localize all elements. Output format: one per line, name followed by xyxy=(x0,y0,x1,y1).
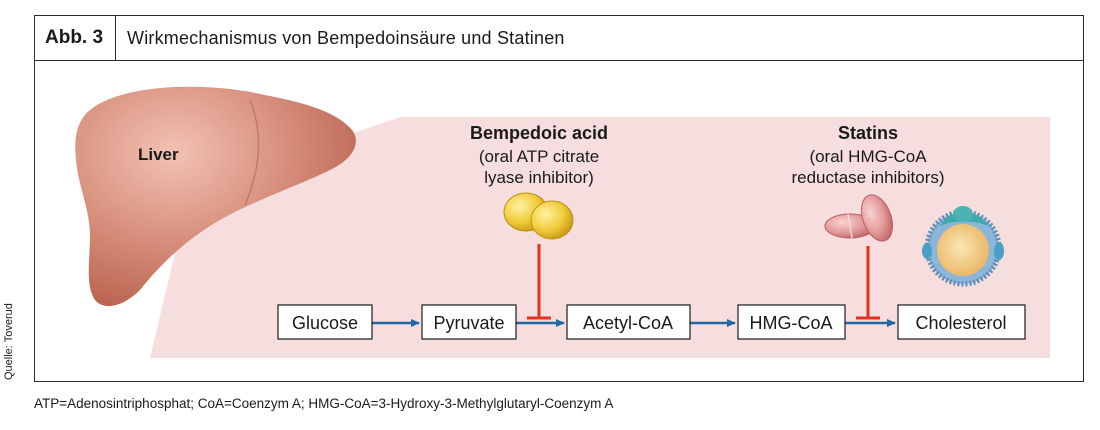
statins-desc-line2: reductase inhibitors) xyxy=(791,168,944,187)
liver-label: Liver xyxy=(138,145,179,164)
yellow-pills-icon xyxy=(503,192,574,240)
zoom-wedge xyxy=(150,117,400,358)
pathway-node-glucose: Glucose xyxy=(277,304,373,340)
liver-illustration xyxy=(75,86,356,307)
statins-label: Statins xyxy=(838,123,898,143)
node-label: Glucose xyxy=(292,313,358,333)
pathway-node-acetyl-coa: Acetyl-CoA xyxy=(566,304,691,340)
figure-frame: Abb. 3 Wirkmechanismus von Bempedoinsäur… xyxy=(34,15,1084,382)
node-label: Acetyl-CoA xyxy=(583,313,673,333)
statins-desc-line1: (oral HMG-CoA xyxy=(809,147,927,166)
node-label: Pyruvate xyxy=(433,313,504,333)
bempedoic-desc-line1: (oral ATP citrate xyxy=(479,147,599,166)
figure-title: Wirkmechanismus von Bempedoinsäure und S… xyxy=(127,28,565,48)
bempedoic-desc-line2: lyase inhibitor) xyxy=(484,168,594,187)
node-label: Cholesterol xyxy=(915,313,1006,333)
footnote: ATP=Adenosintriphosphat; CoA=Coenzym A; … xyxy=(34,396,614,411)
lipoprotein-particle-icon xyxy=(922,206,1004,287)
pathway-node-hmg-coa: HMG-CoA xyxy=(737,304,846,340)
figure-header: Abb. 3 Wirkmechanismus von Bempedoinsäur… xyxy=(35,16,1083,61)
bempedoic-acid-label: Bempedoic acid xyxy=(470,123,608,143)
node-label: HMG-CoA xyxy=(749,313,832,333)
inhibition-statins xyxy=(856,246,880,320)
inhibition-bempedoic xyxy=(527,244,551,320)
pathway-node-cholesterol: Cholesterol xyxy=(897,304,1026,340)
figure-label: Abb. 3 xyxy=(35,16,116,60)
pathway-node-pyruvate: Pyruvate xyxy=(421,304,517,340)
pink-pills-icon xyxy=(824,194,894,242)
